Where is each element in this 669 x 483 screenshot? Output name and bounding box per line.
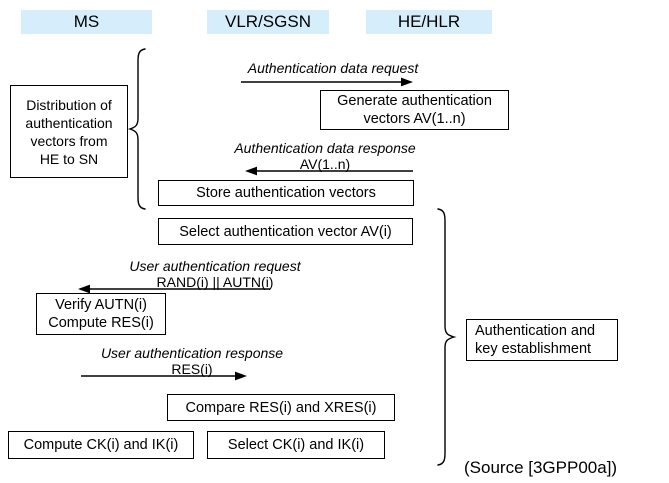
user-auth-response-label: User authentication response [100,345,284,361]
column-header-vlr-sgsn: VLR/SGSN [207,10,329,34]
column-header-he-hlr: HE/HLR [366,10,492,34]
compute-ck-ik-box: Compute CK(i) and IK(i) [8,431,194,459]
distribution-box-line-1: Distribution of [26,96,112,113]
verify-autn-box-line-2: Compute RES(i) [48,315,154,331]
generate-av-box-line-2: vectors AV(1..n) [363,111,466,127]
auth-data-response-sublabel: AV(1..n) [299,156,351,172]
user-auth-request-arrow [78,284,270,294]
user-auth-response-sublabel: RES(i) [171,361,213,377]
user-auth-request-sublabel: RAND(i) || AUTN(i) [156,274,274,290]
select-ck-ik-box: Select CK(i) and IK(i) [207,431,385,459]
select-av-box: Select authentication vector AV(i) [158,218,413,245]
auth-data-response-arrow [245,166,413,176]
distribution-box-line-4: HE to SN [39,150,99,167]
select-ck-ik-box-line-1: Select CK(i) and IK(i) [227,437,365,453]
auth-data-request-label: Authentication data request [247,60,419,76]
user-auth-response-arrow [81,371,247,381]
store-av-box-line-1: Store authentication vectors [196,185,376,201]
auth-key-establishment-line-2: key establishment [475,341,592,357]
distribution-box-line-2: authentication [25,114,113,131]
source-note: (Source [3GPP00a]) [464,458,618,477]
compare-res-box-line-1: Compare RES(i) and XRES(i) [185,399,377,416]
phase-brace-distribution [127,48,150,210]
verify-autn-box-line-1: Verify AUTN(i) [55,297,147,313]
column-header-ms: MS [21,10,152,34]
auth-data-response-label: Authentication data response [234,140,416,156]
phase-brace-authentication [433,208,457,466]
select-av-box-line-1: Select authentication vector AV(i) [179,223,392,240]
generate-av-box-line-1: Generate authentication [337,93,492,109]
user-auth-request-label: User authentication request [129,258,301,274]
compare-res-box: Compare RES(i) and XRES(i) [167,394,395,421]
distribution-box: Distribution of authentication vectors f… [10,85,128,178]
auth-data-request-arrow [241,77,413,87]
generate-av-box: Generate authentication vectors AV(1..n) [320,90,509,130]
distribution-box-line-3: vectors from [30,132,108,149]
store-av-box: Store authentication vectors [158,180,414,206]
verify-autn-box: Verify AUTN(i) Compute RES(i) [36,293,166,335]
auth-key-establishment-box: Authentication and key establishment [466,319,618,361]
auth-key-establishment-line-1: Authentication and [475,323,596,339]
compute-ck-ik-box-line-1: Compute CK(i) and IK(i) [23,437,179,453]
